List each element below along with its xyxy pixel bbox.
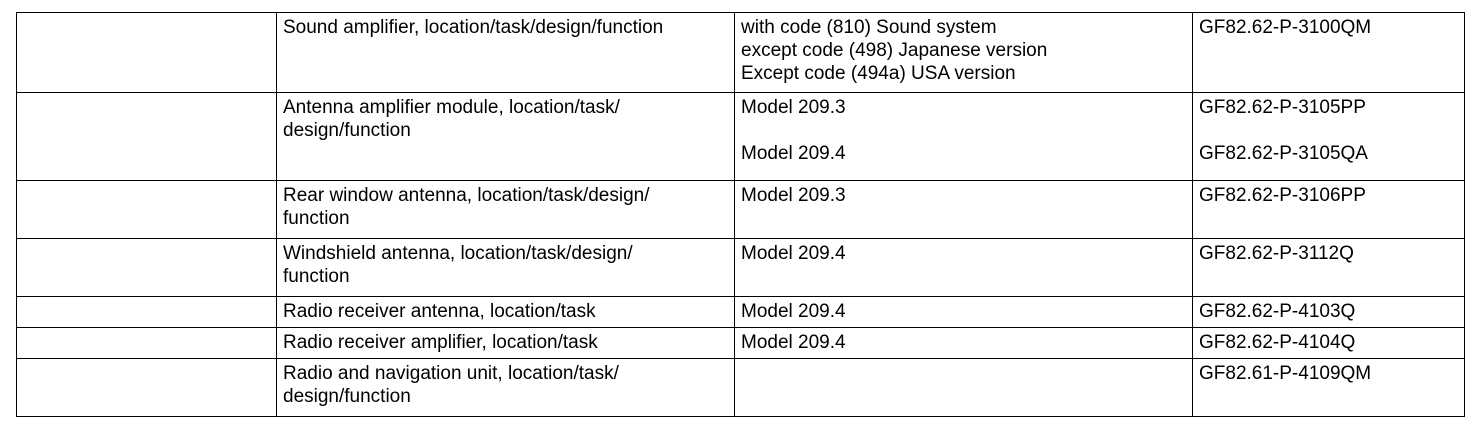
component-text: Radio and navigation unit, location/task… [283, 363, 619, 384]
component-text: design/function [283, 120, 411, 141]
empty-cell [16, 327, 277, 359]
table-row: Radio receiver amplifier, location/task M… [16, 327, 1465, 359]
empty-cell [16, 180, 277, 239]
condition-text: Except code (494a) USA version [741, 63, 1016, 84]
condition-text: Model 209.4 [741, 243, 846, 264]
condition-text: Model 209.4 [741, 301, 846, 322]
component-text: Windshield antenna, location/task/design… [283, 243, 633, 264]
condition-cell [734, 358, 1193, 417]
table-row: Rear window antenna, location/task/desig… [16, 180, 1465, 239]
component-cell: Rear window antenna, location/task/desig… [276, 180, 735, 239]
document-number-cell: GF82.62-P-4103Q [1192, 296, 1465, 328]
table-row: Radio receiver antenna, location/task Mod… [16, 296, 1465, 328]
component-text: function [283, 266, 350, 287]
table-row: Antenna amplifier module, location/task/… [16, 92, 1465, 181]
blank-line [741, 119, 1186, 142]
document-number-text: GF82.62-P-3100QM [1199, 17, 1372, 38]
document-number-text: GF82.62-P-4103Q [1199, 301, 1356, 322]
condition-cell: Model 209.4 [734, 296, 1193, 328]
empty-cell [16, 12, 277, 93]
condition-text: Model 209.4 [741, 332, 846, 353]
table-row: Sound amplifier, location/task/design/fu… [16, 12, 1465, 93]
condition-cell: Model 209.4 [734, 327, 1193, 359]
document-number-cell: GF82.62-P-3100QM [1192, 12, 1465, 93]
component-cell: Sound amplifier, location/task/design/fu… [276, 12, 735, 93]
component-cell: Radio receiver amplifier, location/task [276, 327, 735, 359]
table-body: Sound amplifier, location/task/design/fu… [16, 12, 1465, 417]
document-number-text: GF82.62-P-4104Q [1199, 332, 1356, 353]
component-cell: Radio receiver antenna, location/task [276, 296, 735, 328]
table-row: Windshield antenna, location/task/design… [16, 238, 1465, 297]
component-cell: Windshield antenna, location/task/design… [276, 238, 735, 297]
table-row: Radio and navigation unit, location/task… [16, 358, 1465, 417]
document-number-cell: GF82.62-P-3106PP [1192, 180, 1465, 239]
condition-cell: Model 209.3 [734, 180, 1193, 239]
document-number-text: GF82.62-P-3105QA [1199, 143, 1368, 164]
document-number-cell: GF82.62-P-4104Q [1192, 327, 1465, 359]
document-table: Sound amplifier, location/task/design/fu… [16, 12, 1465, 417]
document-number-cell: GF82.62-P-3105PP GF82.62-P-3105QA [1192, 92, 1465, 181]
blank-line [741, 362, 1186, 385]
document-number-cell: GF82.61-P-4109QM [1192, 358, 1465, 417]
component-text: Sound amplifier, location/task/design/fu… [283, 17, 664, 38]
condition-text: with code (810) Sound system [741, 17, 997, 38]
document-number-text: GF82.62-P-3112Q [1199, 243, 1354, 264]
condition-text: Model 209.3 [741, 97, 846, 118]
document-number-text: GF82.62-P-3105PP [1199, 97, 1366, 118]
condition-text: Model 209.4 [741, 143, 846, 164]
condition-text: Model 209.3 [741, 185, 846, 206]
condition-text: except code (498) Japanese version [741, 40, 1048, 61]
component-text: Radio receiver antenna, location/task [283, 301, 596, 322]
empty-cell [16, 296, 277, 328]
component-text: design/function [283, 386, 411, 407]
condition-cell: Model 209.4 [734, 238, 1193, 297]
empty-cell [16, 358, 277, 417]
empty-cell [16, 238, 277, 297]
empty-cell [16, 92, 277, 181]
component-cell: Radio and navigation unit, location/task… [276, 358, 735, 417]
blank-line [1199, 119, 1458, 142]
document-number-cell: GF82.62-P-3112Q [1192, 238, 1465, 297]
component-text: function [283, 208, 350, 229]
document-number-text: GF82.62-P-3106PP [1199, 185, 1366, 206]
component-text: Antenna amplifier module, location/task/ [283, 97, 620, 118]
component-text: Rear window antenna, location/task/desig… [283, 185, 650, 206]
document-number-text: GF82.61-P-4109QM [1199, 363, 1372, 384]
component-text: Radio receiver amplifier, location/task [283, 332, 598, 353]
component-cell: Antenna amplifier module, location/task/… [276, 92, 735, 181]
